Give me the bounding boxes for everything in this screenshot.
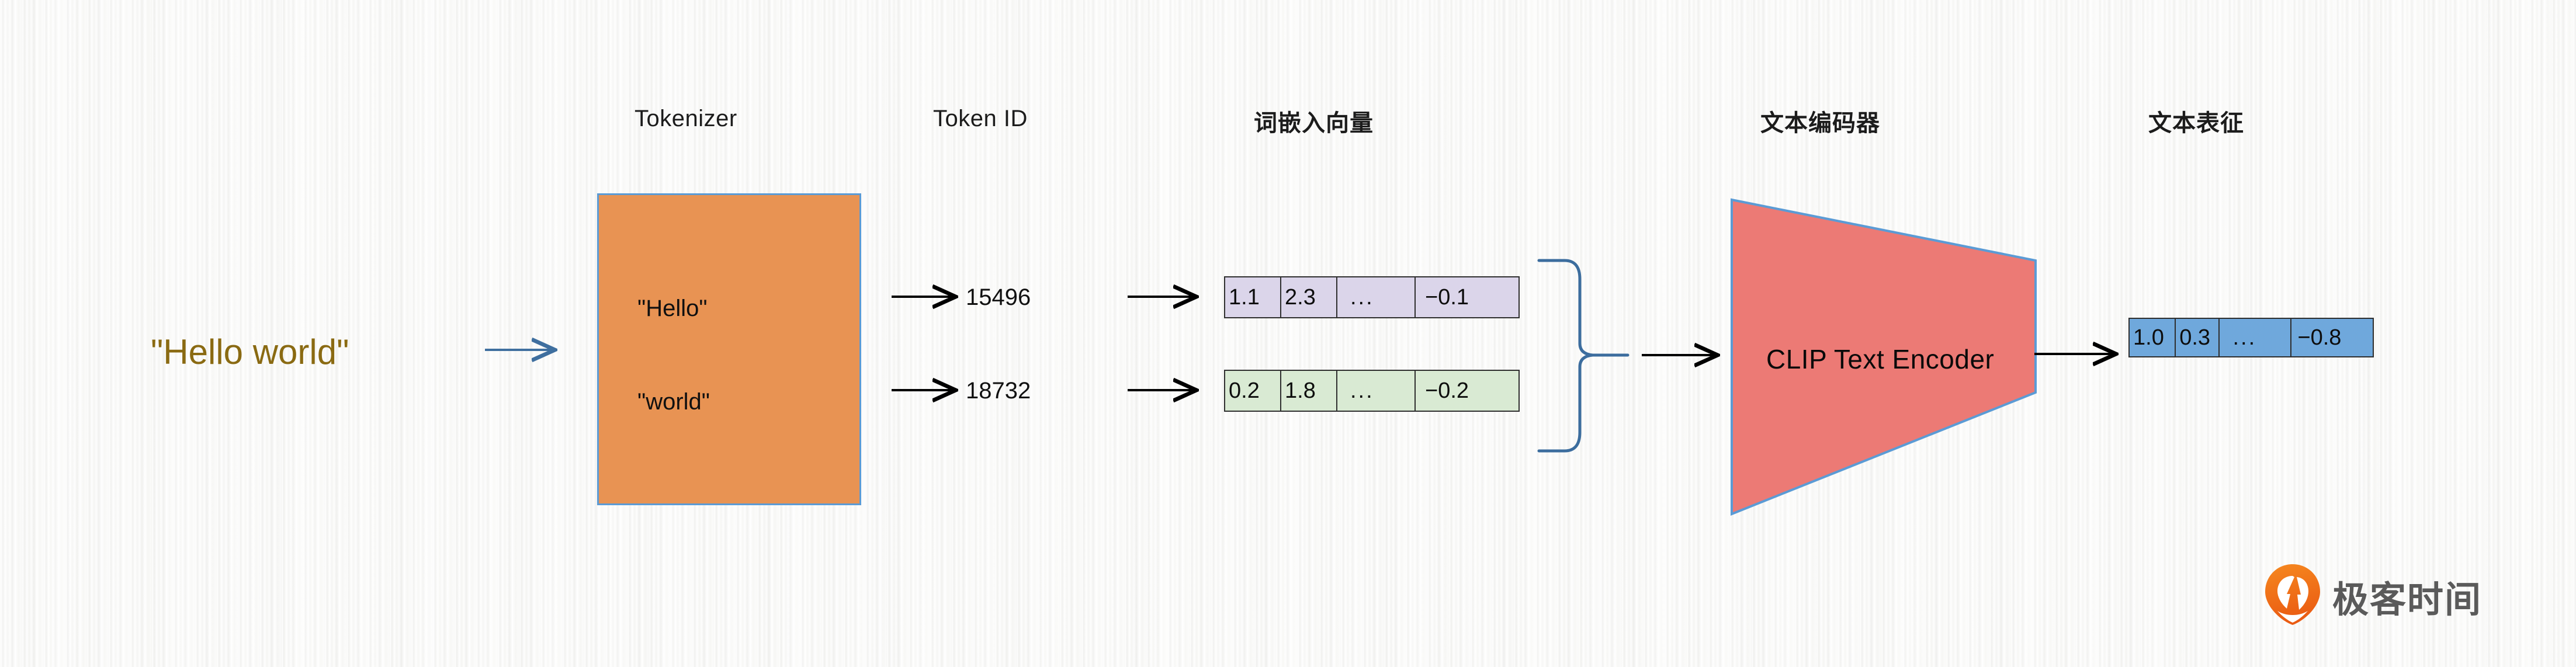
tokenizer-box: "Hello" "world" [597, 193, 861, 505]
token-item-world: "world" [637, 389, 710, 415]
header-word-embedding: 词嵌入向量 [1254, 110, 1374, 137]
embedding-cell: 2.3 [1281, 277, 1337, 317]
output-cell: −0.8 [2297, 325, 2342, 350]
output-cell-ellipsis: ... [2220, 319, 2292, 356]
token-id-value-0: 15496 [966, 284, 1031, 310]
arrow-encoder-to-output [2033, 342, 2121, 366]
arrow-token-world-to-id [890, 378, 961, 402]
header-text-encoder: 文本编码器 [1760, 110, 1880, 137]
token-item-hello: "Hello" [637, 296, 708, 321]
arrow-input-to-tokenizer [484, 338, 560, 362]
arrow-brace-to-encoder [1641, 343, 1722, 367]
header-tokenizer: Tokenizer [635, 106, 737, 131]
token-id-value-1: 18732 [966, 378, 1031, 404]
output-cell: 0.3 [2176, 319, 2220, 356]
arrow-id-to-embedding-0 [1126, 285, 1201, 308]
grouping-brace [1534, 256, 1634, 456]
geektime-pin-logo-icon [2262, 562, 2323, 630]
output-cell: 1.0 [2130, 319, 2176, 356]
text-representation-vector: 1.0 0.3 ... −0.8 [2128, 318, 2374, 357]
embedding-cell: −0.2 [1425, 378, 1469, 403]
arrow-token-hello-to-id [890, 285, 961, 308]
embedding-cell: 1.1 [1225, 277, 1281, 317]
embedding-vector-row-1: 0.2 1.8 ... −0.2 [1224, 370, 1520, 412]
arrow-id-to-embedding-1 [1126, 378, 1201, 402]
geektime-wordmark: 极客时间 [2332, 578, 2483, 621]
embedding-cell-ellipsis: ... [1337, 371, 1416, 411]
geektime-watermark: 极客时间 [2262, 562, 2482, 630]
embedding-cell: 0.2 [1225, 371, 1281, 411]
text-encoder-shape [1728, 195, 2038, 517]
embedding-cell: −0.1 [1425, 284, 1469, 310]
embedding-cell-ellipsis: ... [1337, 277, 1416, 317]
header-text-representation: 文本表征 [2148, 110, 2244, 137]
header-token-id: Token ID [933, 106, 1028, 131]
encoder-label: CLIP Text Encoder [1766, 344, 1995, 374]
input-phrase: "Hello world" [151, 332, 349, 371]
embedding-cell: 1.8 [1281, 371, 1337, 411]
embedding-vector-row-0: 1.1 2.3 ... −0.1 [1224, 276, 1520, 318]
